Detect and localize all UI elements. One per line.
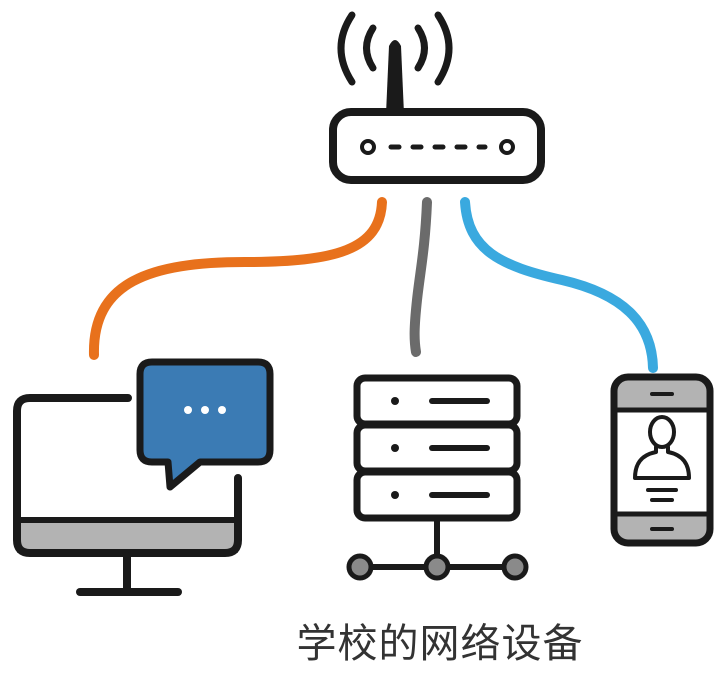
server-unit-2 [353,421,521,475]
server-unit-3 [353,468,521,522]
signal-wave-left-inner [363,24,377,72]
router-icon [329,108,545,184]
monitor-frame [13,394,242,557]
blue-cable [460,197,658,373]
phone-screen [614,410,710,514]
monitor-icon [13,394,242,596]
server-unit-1 [353,374,521,428]
signal-wave-right-outer [434,11,453,86]
diagram-caption: 学校的网络设备 [296,621,584,667]
chat-bubble-shape [136,358,274,491]
network-node-right [501,553,529,581]
network-nodes-icon [346,517,529,581]
typing-dots-icon [184,406,226,414]
phone-frame [610,373,714,547]
router-led-right [499,139,515,155]
orange-cable [88,197,387,360]
server-icon [346,374,529,581]
wifi-signal-icon [337,11,453,86]
user-icon [633,415,691,502]
signal-wave-right-inner [414,24,428,72]
network-node-left [346,553,374,581]
monitor-bezel [17,520,238,553]
cables [88,197,658,373]
smartphone-icon [610,373,714,547]
gray-cable [409,197,432,357]
router-led-left [360,139,376,155]
antenna-icon [386,40,404,114]
signal-wave-left-outer [337,11,356,86]
network-node-center [423,553,451,581]
chat-bubble-icon [136,358,274,491]
